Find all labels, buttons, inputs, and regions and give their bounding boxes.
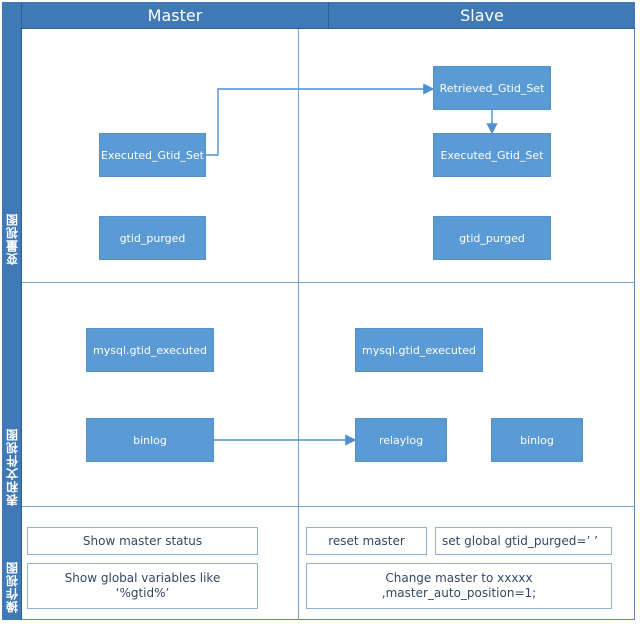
op-show-master-status: Show master status xyxy=(27,527,258,555)
center-divider xyxy=(298,29,299,620)
master-executed-gtid-set: Executed_Gtid_Set xyxy=(99,133,206,177)
header-master: Master xyxy=(147,5,203,25)
label-operation-view: 操作视图 xyxy=(5,561,20,613)
slave-binlog: binlog xyxy=(491,418,583,462)
header-divider xyxy=(328,2,329,28)
label-variable-view: 变量视图 xyxy=(5,213,20,266)
left-view-bar: 变量视图 表和文件视图 操作视图 xyxy=(2,2,22,620)
slave-relaylog: relaylog xyxy=(355,418,447,462)
slave-mysql-gtid-executed: mysql.gtid_executed xyxy=(355,328,483,372)
header-slave: Slave xyxy=(460,5,504,25)
label-table-file-view: 表和文件视图 xyxy=(5,428,20,506)
slave-gtid-purged: gtid_purged xyxy=(433,216,551,260)
master-gtid-purged: gtid_purged xyxy=(99,216,206,260)
op-show-global-variables-like: Show global variables like ‘%gtid%’ xyxy=(27,563,258,609)
master-mysql-gtid-executed: mysql.gtid_executed xyxy=(86,328,214,372)
row-divider-2 xyxy=(22,506,635,507)
op-set-global-gtid-purged: set global gtid_purged=’ ’ xyxy=(435,527,612,555)
slave-retrieved-gtid-set: Retrieved_Gtid_Set xyxy=(433,66,551,110)
op-reset-master: reset master xyxy=(306,527,427,555)
op-change-master: Change master to xxxxx ,master_auto_posi… xyxy=(306,563,612,609)
master-binlog: binlog xyxy=(86,418,214,462)
slave-executed-gtid-set: Executed_Gtid_Set xyxy=(433,133,551,177)
column-header: Master Slave xyxy=(22,2,635,29)
row-divider-1 xyxy=(22,282,635,283)
